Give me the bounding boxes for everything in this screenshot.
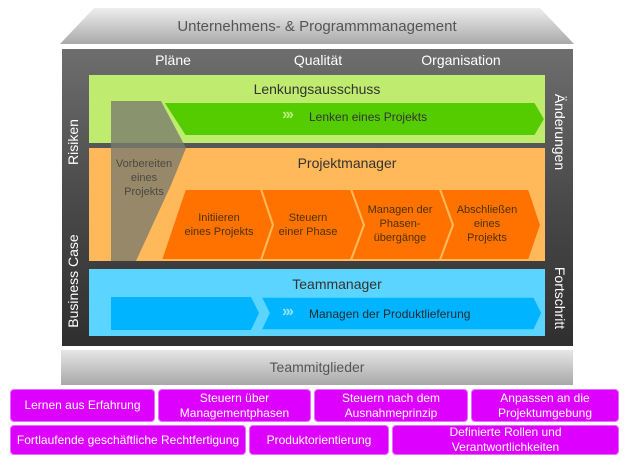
side-label-business-case: Business Case: [65, 234, 81, 328]
direct-project-arrow: [161, 101, 545, 137]
prepare-line-2: eines: [130, 172, 158, 184]
principle-defined-roles-responsibilities: Definierte Rollen und Verantwortlichkeit…: [392, 425, 619, 455]
delivery-lead-arrow: [111, 297, 259, 330]
close-project-label: Abschließen eines Projekts: [448, 203, 526, 245]
principle-focus-on-products: Produktorientierung: [249, 425, 389, 455]
starting-up-project-label: Vorbereiten eines Projekts: [112, 157, 176, 199]
project-manager-process-svg: [159, 188, 543, 261]
principle-learn-from-experience: Lernen aus Erfahrung: [10, 389, 155, 422]
close-line-1: Abschließen: [456, 204, 518, 216]
control-line-1: Steuern: [288, 212, 328, 224]
boundary-line-2: Phasen-: [379, 218, 421, 230]
side-label-progress: Fortschritt: [552, 266, 568, 330]
initiate-line-2: eines Projekts: [184, 226, 254, 238]
close-line-2: eines: [473, 218, 501, 230]
steering-process-arrow-svg: [161, 101, 545, 137]
steering-committee-title: Lenkungsausschuss: [253, 81, 381, 97]
starting-up-project-shape: [111, 101, 186, 261]
boundary-line-3: übergänge: [373, 232, 427, 244]
boundary-line-1: Managen der: [367, 204, 433, 216]
initiate-line-1: Initiieren: [198, 212, 240, 224]
side-label-risks: Risiken: [65, 119, 81, 165]
close-project-arrow: [438, 188, 543, 261]
prepare-line-3: Projekts: [124, 186, 164, 198]
close-line-3: Projekts: [467, 232, 507, 244]
team-manager-title: Teammanager: [292, 276, 382, 292]
enterprise-layer-label: Unternehmens- & Programmmanagement: [177, 18, 457, 35]
team-members-bar: Teammitglieder: [61, 350, 573, 385]
principle-manage-by-stages: Steuern über Managementphasen: [158, 389, 311, 422]
project-manager-title: Projektmanager: [297, 155, 397, 171]
column-header-plans: Pläne: [155, 52, 191, 68]
principle-tailor-to-environment: Anpassen an die Projektumgebung: [471, 389, 619, 422]
direct-project-label: Lenken eines Projekts: [309, 110, 428, 124]
manage-product-delivery-arrow: [259, 296, 543, 331]
initiate-project-label: Initiieren eines Projekts: [174, 211, 264, 239]
manage-product-delivery-label: Managen der Produktlieferung: [309, 307, 471, 321]
control-line-2: einer Phase: [278, 226, 338, 238]
chevrons-icon: ›››: [282, 303, 294, 320]
enterprise-layer-roof: [60, 8, 574, 44]
prepare-line-1: Vorbereiten: [115, 158, 173, 170]
column-header-organisation: Organisation: [421, 52, 501, 68]
column-header-quality: Qualität: [293, 52, 343, 68]
chevrons-icon: ›››: [282, 106, 294, 123]
principle-manage-by-exception: Steuern nach dem Ausnahmeprinzip: [314, 389, 468, 422]
control-stage-label: Steuern einer Phase: [268, 211, 348, 239]
manage-stage-boundary-label: Managen der Phasen- übergänge: [360, 203, 440, 245]
side-label-changes: Änderungen: [552, 93, 568, 171]
team-manager-process-svg: [111, 296, 543, 331]
principle-continued-business-justification: Fortlaufende geschäftliche Rechtfertigun…: [10, 425, 246, 455]
